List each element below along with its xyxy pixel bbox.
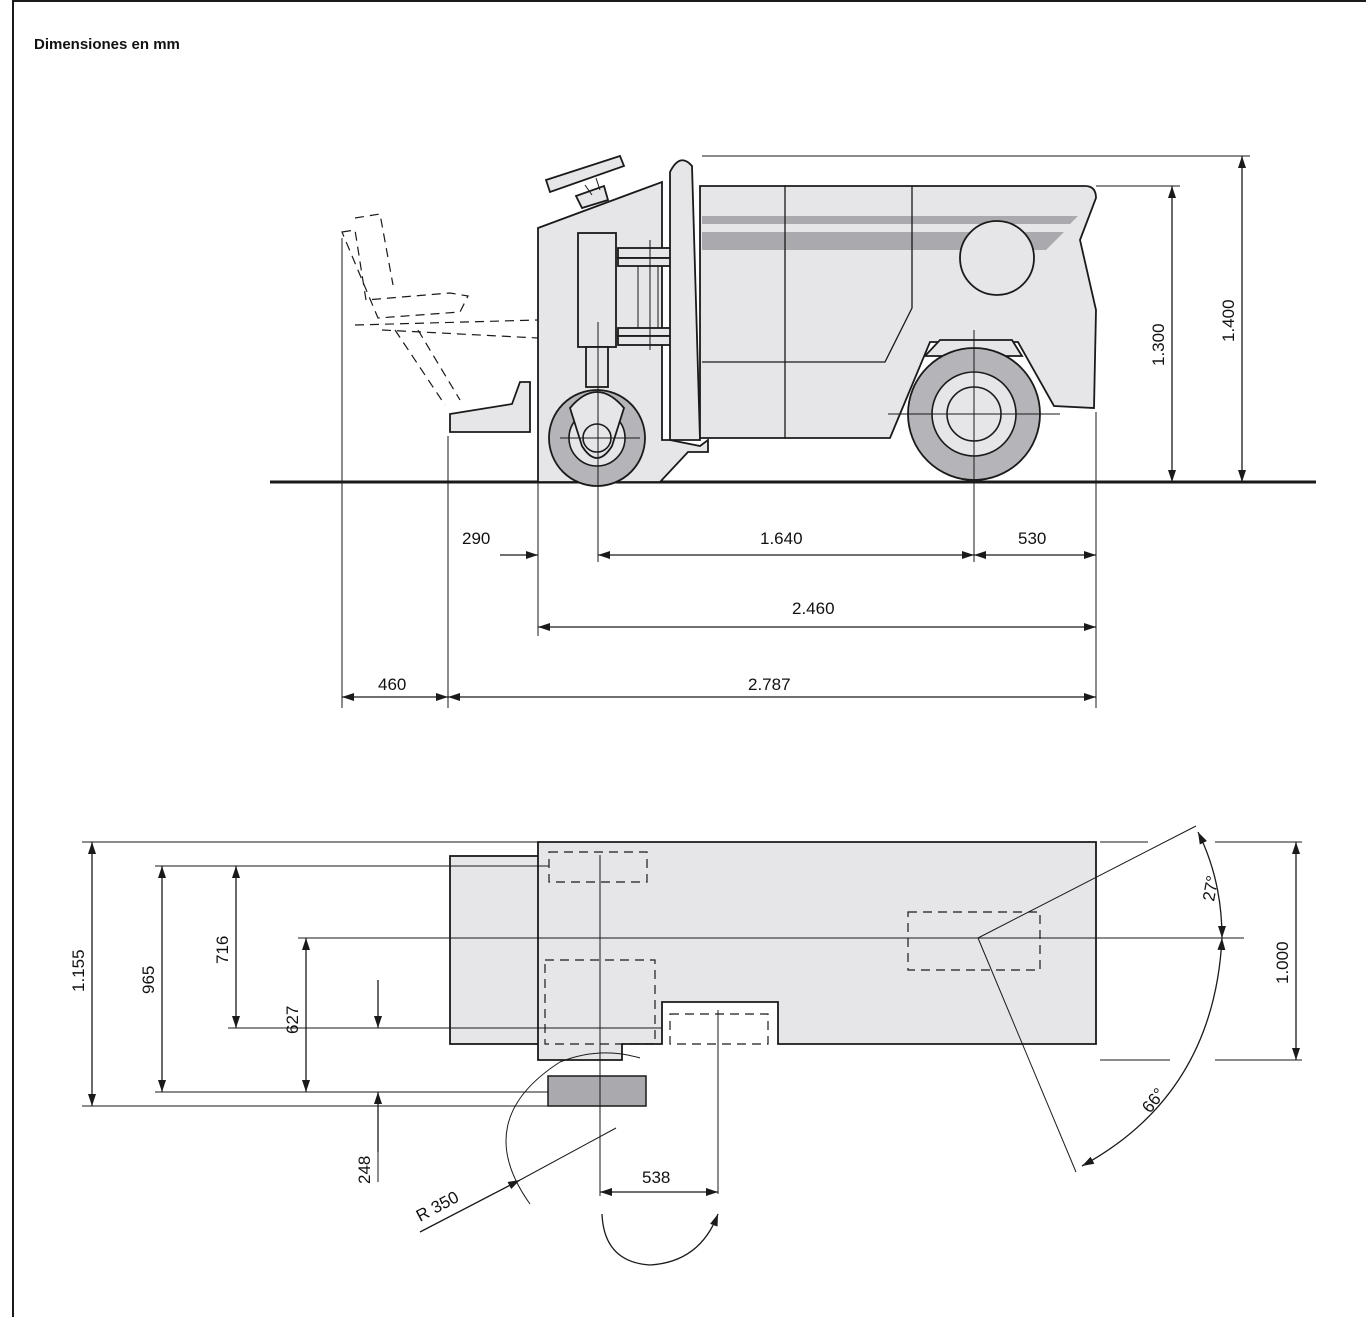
dim-1155: 1.155 xyxy=(69,949,88,992)
dim-538: 538 xyxy=(642,1168,670,1187)
angle-27: 27° xyxy=(1199,874,1222,903)
drawing-frame xyxy=(12,0,1366,1317)
page-title: Dimensiones en mm xyxy=(34,36,180,53)
dim-248: 248 xyxy=(355,1156,374,1184)
steering-wheel xyxy=(544,154,626,210)
dim-1300: 1.300 xyxy=(1149,323,1168,366)
rotation-arrow xyxy=(601,1213,719,1266)
main-body-top xyxy=(537,841,1097,1061)
dim-2460: 2.460 xyxy=(792,599,835,618)
dashed-part-1 xyxy=(548,851,648,883)
body-stripe-upper xyxy=(702,216,1078,224)
steering-column xyxy=(577,232,617,348)
front-wheel xyxy=(548,389,646,487)
footplate xyxy=(449,381,531,433)
dim-1640: 1.640 xyxy=(760,529,803,548)
backrest-post xyxy=(669,159,701,441)
side-view: 290 1.640 530 2.460 460 2.787 1.300 1.40… xyxy=(270,154,1316,708)
dashed-part-4 xyxy=(907,911,1041,971)
dim-530: 530 xyxy=(1018,529,1046,548)
dim-290: 290 xyxy=(462,529,490,548)
dim-627: 627 xyxy=(283,1006,302,1034)
dim-r350: R 350 xyxy=(413,1187,462,1225)
seat-plate-top xyxy=(449,855,541,1045)
column-lower xyxy=(585,346,609,388)
angle-66: 66° xyxy=(1138,1084,1169,1116)
dim-460: 460 xyxy=(378,675,406,694)
dashed-part-3 xyxy=(669,1013,769,1045)
dim-2787: 2.787 xyxy=(748,675,791,694)
dim-965: 965 xyxy=(139,966,158,994)
filler-cap xyxy=(959,220,1035,296)
top-view: 1.155 965 716 627 248 R 350 538 27° 66° … xyxy=(69,825,1302,1266)
side-brush-block xyxy=(547,1075,647,1107)
dim-716: 716 xyxy=(213,936,232,964)
dim-1000: 1.000 xyxy=(1273,941,1292,984)
seat-dashed-outline xyxy=(341,213,539,406)
dim-1400: 1.400 xyxy=(1219,299,1238,342)
turning-radius-arc xyxy=(505,1052,641,1205)
panel-seam-2 xyxy=(702,186,913,363)
